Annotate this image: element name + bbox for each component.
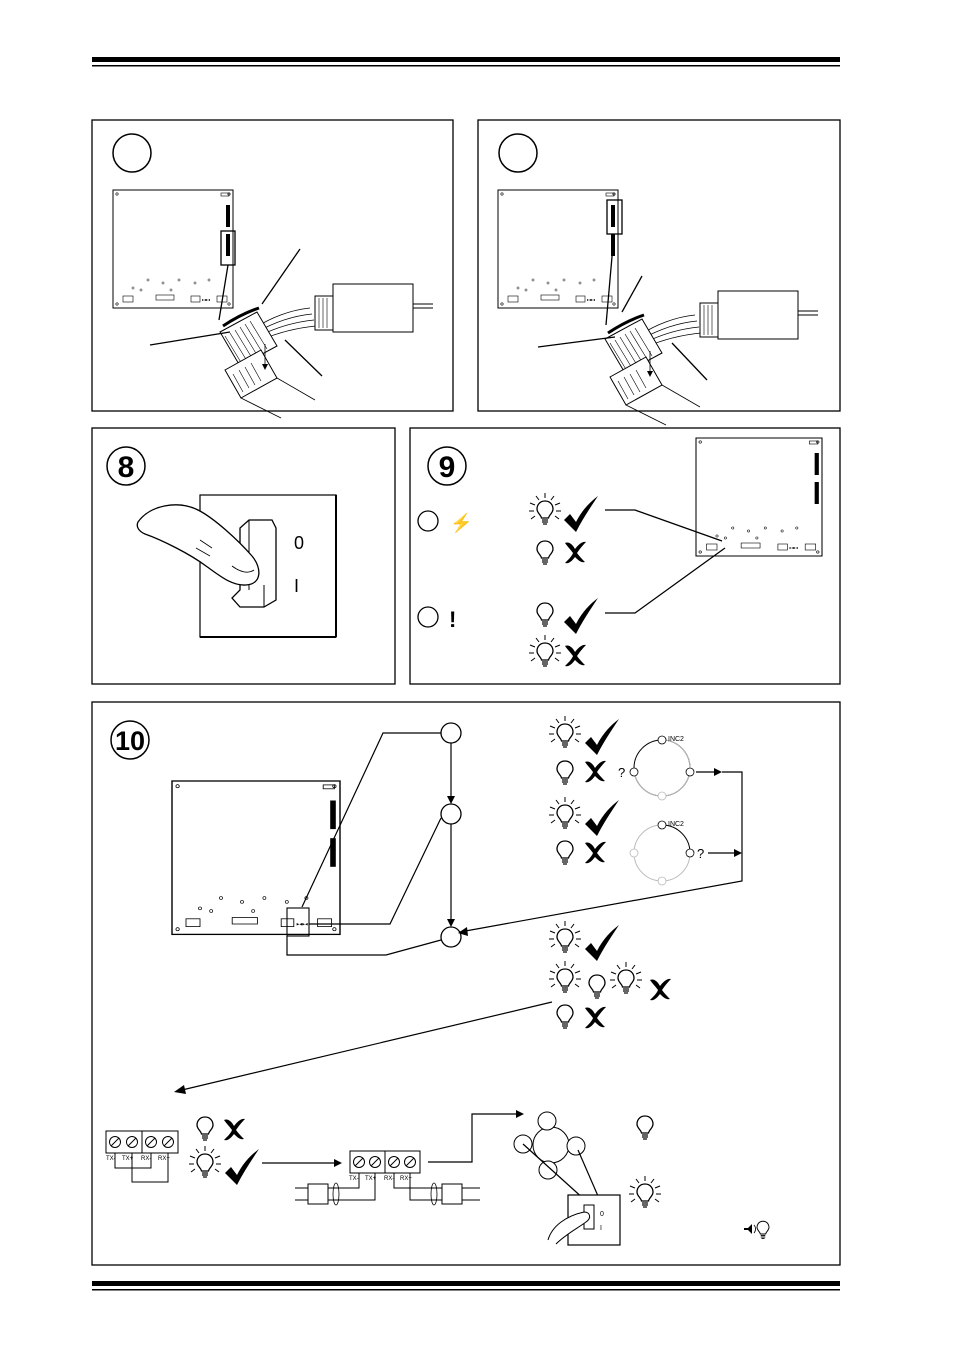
- ribbon-connector: [603, 289, 820, 427]
- terminal-label: TX-: [106, 1156, 116, 1162]
- inc2-ring-top: INC2 ?: [618, 735, 695, 801]
- check-icon: [585, 719, 619, 755]
- bulb-icon: [536, 602, 554, 627]
- bulb-icon: [196, 1116, 214, 1141]
- cross-icon: [565, 644, 586, 667]
- finger-icon: [136, 504, 260, 586]
- terminal-label: TX+: [365, 1176, 377, 1182]
- led-ring-cluster: [513, 1111, 599, 1201]
- step-circle: [498, 133, 538, 173]
- power-led: [417, 510, 439, 532]
- step-number: 8: [118, 451, 135, 484]
- bulb-lit-icon: [549, 921, 581, 952]
- inc2-label: INC2: [668, 736, 684, 743]
- cross-icon: [650, 978, 671, 1001]
- terminal-label: TX+: [122, 1156, 134, 1162]
- switch-off-label: 0: [294, 533, 304, 553]
- flow-led-3: [440, 926, 462, 948]
- bulb-lit-icon: [549, 797, 581, 828]
- question-mark: ?: [697, 846, 704, 861]
- bulb-icon: [636, 1115, 654, 1140]
- panel-step-10: 10 INC2 ?: [91, 701, 841, 1266]
- terminal-label: TX-: [349, 1176, 359, 1182]
- fault-symbol: !: [449, 607, 456, 632]
- terminal-block-network: TX- TX+ RX- RX+: [295, 1150, 480, 1206]
- terminal-block-loopback: TX- TX+ RX- RX+: [105, 1130, 179, 1183]
- fault-led: [417, 606, 439, 628]
- inc2-label: INC2: [668, 821, 684, 828]
- step-number: 10: [115, 726, 145, 756]
- terminal-label: RX+: [400, 1176, 412, 1182]
- check-icon: [225, 1149, 259, 1185]
- mini-switch-off-label: 0: [600, 1211, 604, 1218]
- mini-switch-on-label: I: [600, 1225, 602, 1232]
- bulb-icon: [756, 1220, 770, 1239]
- step-circle: [112, 133, 152, 173]
- check-icon: [564, 598, 598, 634]
- panel-step-8: 8 0 I: [91, 427, 396, 685]
- bulb-lit-icon: [629, 1176, 661, 1207]
- flow-led-1: [440, 722, 462, 744]
- terminal-label: RX-: [141, 1156, 151, 1162]
- panel-step-7: [477, 119, 841, 427]
- flow-led-2: [440, 803, 462, 825]
- bulb-icon: [536, 540, 554, 565]
- bulb-lit-icon: [610, 962, 642, 993]
- check-icon: [585, 925, 619, 961]
- inc2-ring-bottom: INC2 ?: [629, 820, 704, 886]
- cross-icon: [585, 1006, 606, 1029]
- pcb-board: [171, 780, 341, 936]
- power-symbol: ⚡: [450, 512, 472, 534]
- bulb-lit-icon: [549, 716, 581, 747]
- check-icon: [585, 800, 619, 836]
- connector-highlight: [606, 199, 623, 235]
- pcb-board: [112, 189, 234, 309]
- header-rule: [92, 57, 840, 67]
- bulb-lit-icon: [529, 635, 561, 666]
- question-mark: ?: [618, 765, 625, 780]
- bulb-lit-icon: [549, 961, 581, 992]
- switch-on-label: I: [294, 576, 299, 596]
- panel-step-9: 9 ⚡ !: [409, 427, 841, 685]
- step-number: 9: [439, 451, 456, 484]
- terminal-label: RX-: [384, 1176, 394, 1182]
- bulb-icon: [556, 840, 574, 865]
- terminal-label: RX+: [158, 1156, 170, 1162]
- bulb-icon: [588, 974, 606, 999]
- check-icon: [564, 496, 598, 532]
- bulb-icon: [556, 760, 574, 785]
- pcb-board: [497, 189, 619, 309]
- bulb-icon: [556, 1004, 574, 1029]
- cross-icon: [585, 760, 606, 783]
- cross-icon: [565, 541, 586, 564]
- cross-icon: [585, 841, 606, 864]
- panel-step-6: [91, 119, 454, 420]
- bulb-lit-icon: [189, 1146, 221, 1177]
- sound-icon: [744, 1224, 756, 1234]
- footer-rule: [92, 1281, 840, 1291]
- ribbon-connector: [218, 282, 435, 420]
- led-highlight: [286, 907, 310, 937]
- bulb-lit-icon: [529, 493, 561, 524]
- mini-switch: 0 I: [547, 1194, 621, 1246]
- cross-icon: [224, 1118, 245, 1141]
